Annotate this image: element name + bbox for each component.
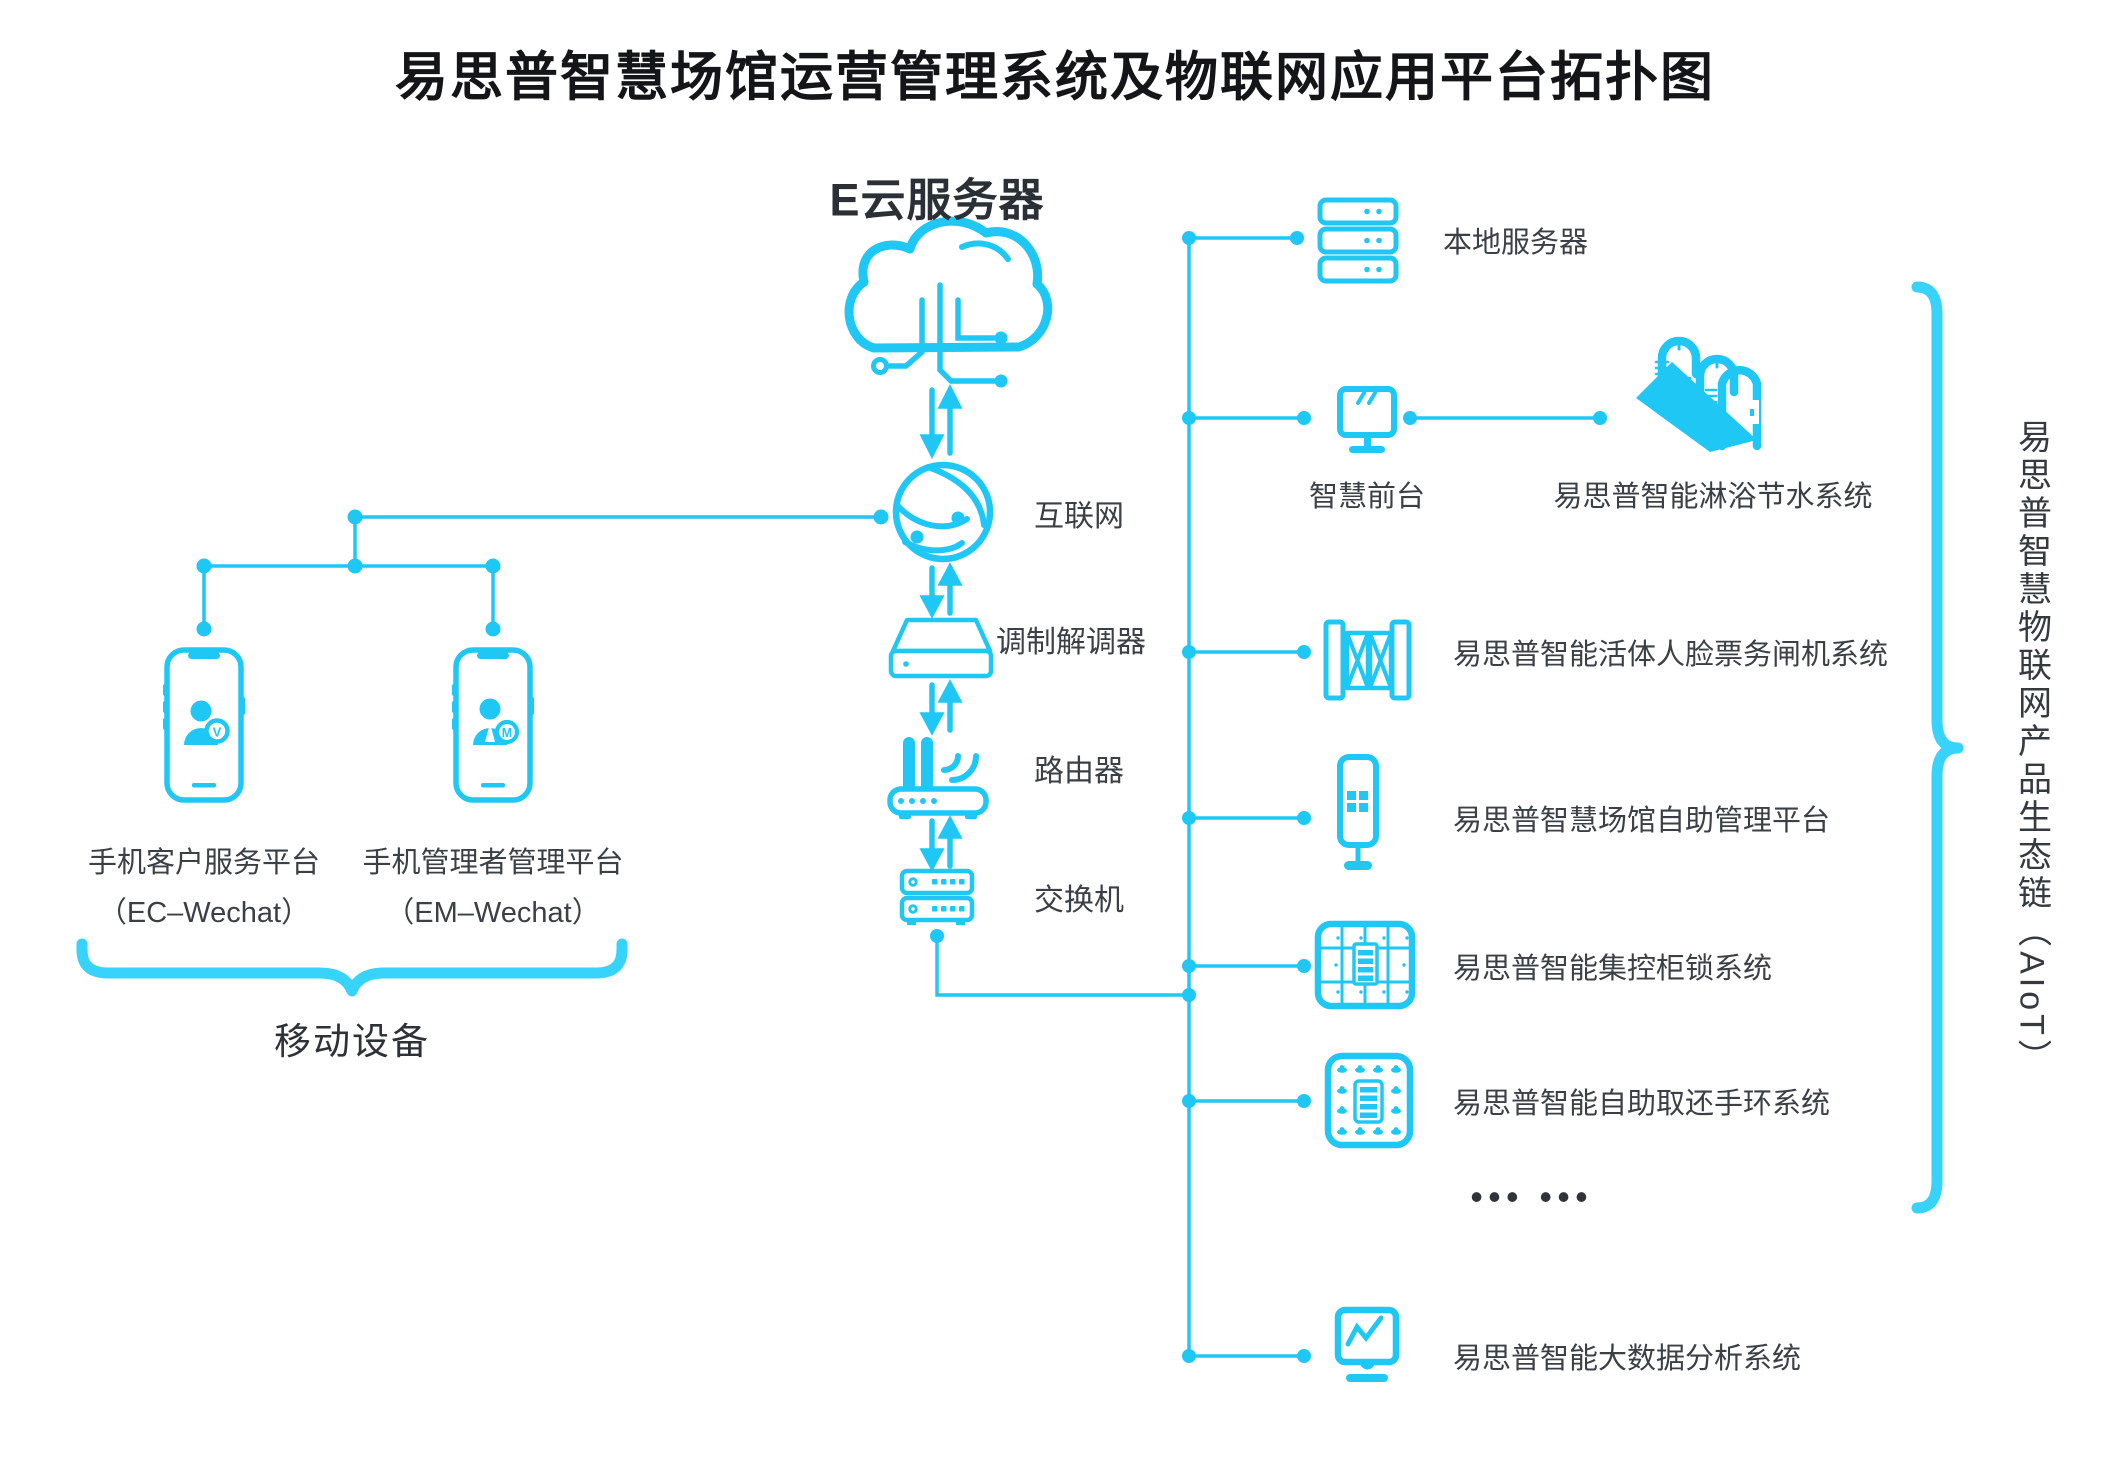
local-server-label: 本地服务器: [1443, 227, 1589, 259]
aiot-brace-label: 易思普智慧物联网产品生态链（AIoT）: [2012, 419, 2051, 1077]
internet-label: 互联网: [1034, 500, 1124, 533]
cloud-server-icon: [844, 216, 1053, 388]
modem-icon: [888, 617, 994, 679]
cloud-server-label: E云服务器: [829, 174, 1045, 226]
router-label: 路由器: [1034, 755, 1124, 788]
bigdata-label: 易思普智能大数据分析系统: [1453, 1343, 1802, 1375]
ticket-gate-icon: [1323, 619, 1412, 701]
local-server-icon: [1317, 197, 1399, 284]
router-icon: [887, 737, 989, 819]
kiosk-icon: [1337, 754, 1379, 870]
phone-manager-sublabel: （EM–Wechat）: [385, 897, 601, 929]
cabinet-lock-label: 易思普智能集控柜锁系统: [1453, 953, 1773, 985]
shower-system-label: 易思普智能淋浴节水系统: [1553, 481, 1873, 513]
ticket-gate-label: 易思普智能活体人脸票务闸机系统: [1453, 639, 1889, 671]
bus-lines: [930, 231, 1607, 1363]
internet-globe-icon: [892, 461, 994, 563]
switch-label: 交换机: [1034, 884, 1124, 917]
wristband-system-icon: [1324, 1052, 1414, 1149]
mobile-tree-lines: [196, 509, 889, 637]
aiot-brace: [1911, 281, 1964, 1214]
mobile-brace: [76, 938, 628, 997]
wristband-system-label: 易思普智能自助取还手环系统: [1453, 1088, 1831, 1120]
phone-manager-icon: M: [452, 647, 534, 803]
phone-manager-label: 手机管理者管理平台: [362, 847, 624, 879]
page-title: 易思普智慧场馆运营管理系统及物联网应用平台拓扑图: [395, 48, 1715, 107]
front-desk-icon: [1337, 386, 1397, 453]
link-arrows: [919, 383, 963, 872]
bigdata-icon: [1334, 1306, 1400, 1382]
modem-label: 调制解调器: [996, 626, 1146, 659]
phone-customer-label: 手机客户服务平台: [87, 847, 321, 879]
cabinet-lock-icon: [1314, 920, 1416, 1010]
kiosk-label: 易思普智慧场馆自助管理平台: [1453, 805, 1831, 837]
badge-letter-manager: M: [502, 726, 512, 740]
mobile-group-label: 移动设备: [274, 1021, 430, 1062]
switch-icon: [899, 868, 975, 925]
ellipsis-label: ••• •••: [1470, 1178, 1594, 1217]
shower-system-icon: [1636, 336, 1762, 452]
phone-customer-sublabel: （EC–Wechat）: [97, 897, 311, 929]
badge-letter-customer: V: [213, 725, 222, 740]
phone-customer-icon: V: [163, 647, 245, 803]
front-desk-label: 智慧前台: [1308, 481, 1426, 513]
